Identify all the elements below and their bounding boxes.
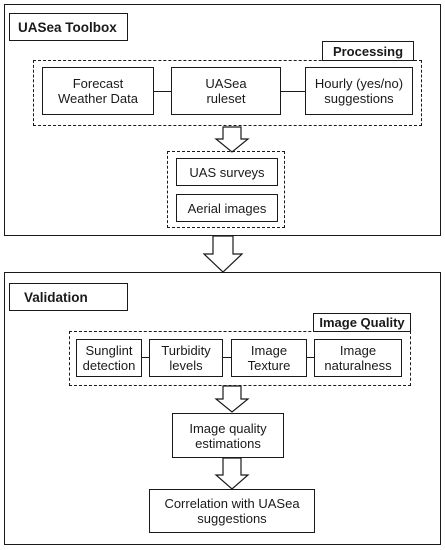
correlation-label: Correlation with UASea suggestions — [164, 496, 300, 526]
image-quality-label: Image Quality — [313, 313, 411, 332]
image-naturalness-label: Image naturalness — [324, 343, 392, 373]
down-arrow-quality — [214, 385, 250, 413]
image-quality-estimations-box: Image quality estimations — [172, 413, 284, 458]
hourly-suggestions-box: Hourly (yes/no) suggestions — [305, 67, 413, 115]
sunglint-detection-label: Sunglint detection — [82, 343, 136, 373]
uas-surveys-label: UAS surveys — [189, 164, 265, 180]
image-texture-box: Image Texture — [231, 339, 307, 377]
processing-label: Processing — [322, 41, 414, 61]
uas-surveys-box: UAS surveys — [176, 158, 278, 186]
correlation-box: Correlation with UASea suggestions — [149, 489, 315, 533]
image-texture-label: Image Texture — [247, 343, 291, 373]
down-arrow-estimations — [214, 457, 250, 490]
aerial-images-box: Aerial images — [176, 194, 278, 222]
turbidity-levels-label: Turbidity levels — [161, 343, 211, 373]
toolbox-title: UASea Toolbox — [9, 13, 128, 41]
uasea-ruleset-box: UASea ruleset — [171, 67, 281, 115]
sunglint-detection-box: Sunglint detection — [76, 339, 142, 377]
image-quality-estimations-label: Image quality estimations — [189, 420, 267, 451]
turbidity-levels-box: Turbidity levels — [149, 339, 223, 377]
down-arrow-processing — [214, 126, 250, 153]
hourly-suggestions-label: Hourly (yes/no) suggestions — [314, 76, 404, 106]
aerial-images-label: Aerial images — [187, 200, 267, 216]
connector-ruleset-suggestions — [281, 91, 305, 92]
image-naturalness-box: Image naturalness — [314, 339, 402, 377]
outputs-group — [167, 151, 285, 228]
connector-sunglint-turbidity — [142, 357, 149, 358]
connector-turbidity-texture — [223, 357, 231, 358]
connector-texture-naturalness — [307, 357, 314, 358]
connector-forecast-ruleset — [154, 91, 171, 92]
processing-group — [33, 60, 422, 126]
forecast-weather-label: Forecast Weather Data — [58, 76, 138, 106]
down-arrow-toolbox-validation — [202, 235, 244, 273]
validation-title: Validation — [9, 283, 128, 311]
uasea-ruleset-label: UASea ruleset — [205, 76, 247, 106]
forecast-weather-box: Forecast Weather Data — [42, 67, 154, 115]
